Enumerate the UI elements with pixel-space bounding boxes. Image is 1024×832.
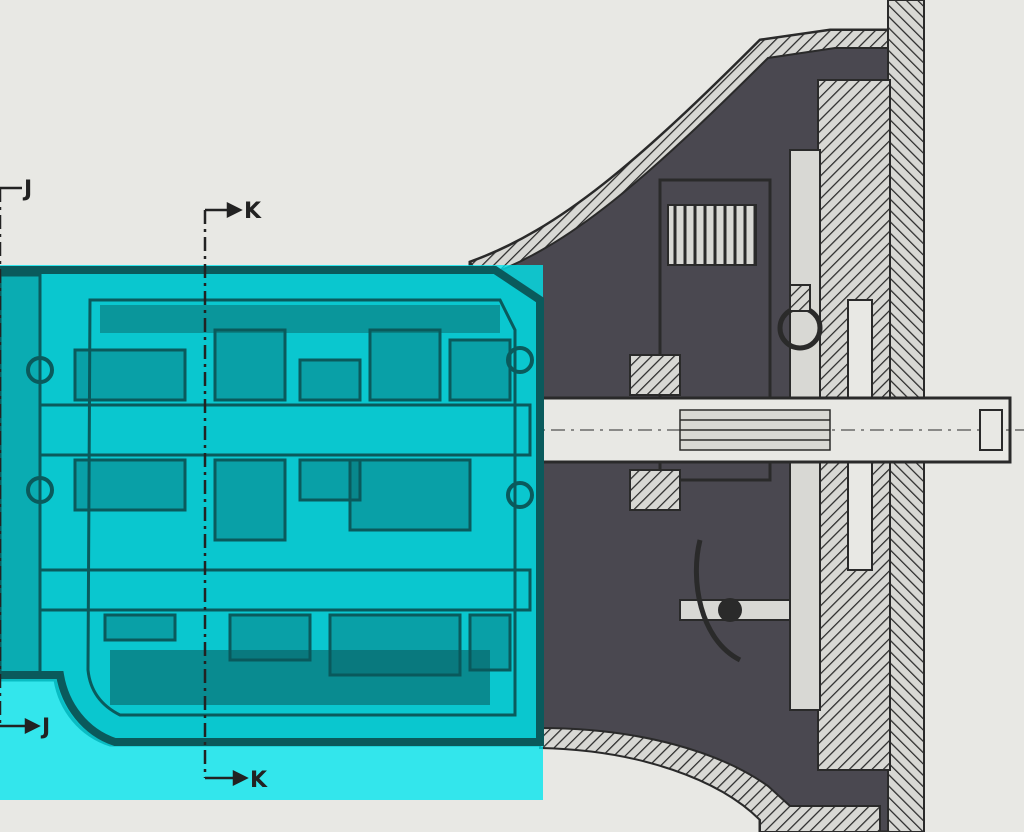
gearbox-case-inner <box>86 298 517 717</box>
synchro-hub <box>298 358 362 402</box>
release-fork-arm <box>693 539 742 663</box>
gear-lay-1 <box>103 613 177 642</box>
gear-main-1-lower <box>73 458 187 512</box>
bearing-rear-lower <box>506 481 534 509</box>
release-bearing-lower <box>629 469 681 511</box>
section-line-j <box>0 186 41 735</box>
section-label-k-top: K <box>244 199 262 224</box>
section-line-k <box>203 201 249 787</box>
release-fork-stem <box>789 284 811 312</box>
section-label-j-top: J <box>22 177 32 202</box>
bearing-rear-upper <box>506 346 534 374</box>
gear-main-2-lower <box>213 458 287 542</box>
section-label-j-bottom: J <box>40 715 50 740</box>
gear-main-3-lower <box>348 458 472 532</box>
gear-main-4 <box>448 338 512 402</box>
release-fork-pivot <box>718 598 742 622</box>
input-shaft-pilot <box>979 409 1003 451</box>
bell-housing-lower-rim <box>539 726 881 832</box>
gear-main-3 <box>368 328 442 402</box>
rear-flange <box>0 273 42 677</box>
clutch-spring-pack <box>667 204 757 266</box>
gearbox-case-outline <box>0 266 544 746</box>
gear-main-2 <box>213 328 287 402</box>
gear-pocket <box>100 305 500 333</box>
release-bearing-upper <box>629 354 681 396</box>
clutch-cover <box>658 178 772 482</box>
oil-sump-pocket <box>110 650 490 705</box>
section-label-k-bottom: K <box>250 768 268 793</box>
gearbox-interior <box>0 266 544 746</box>
gear-main-1 <box>73 348 187 402</box>
